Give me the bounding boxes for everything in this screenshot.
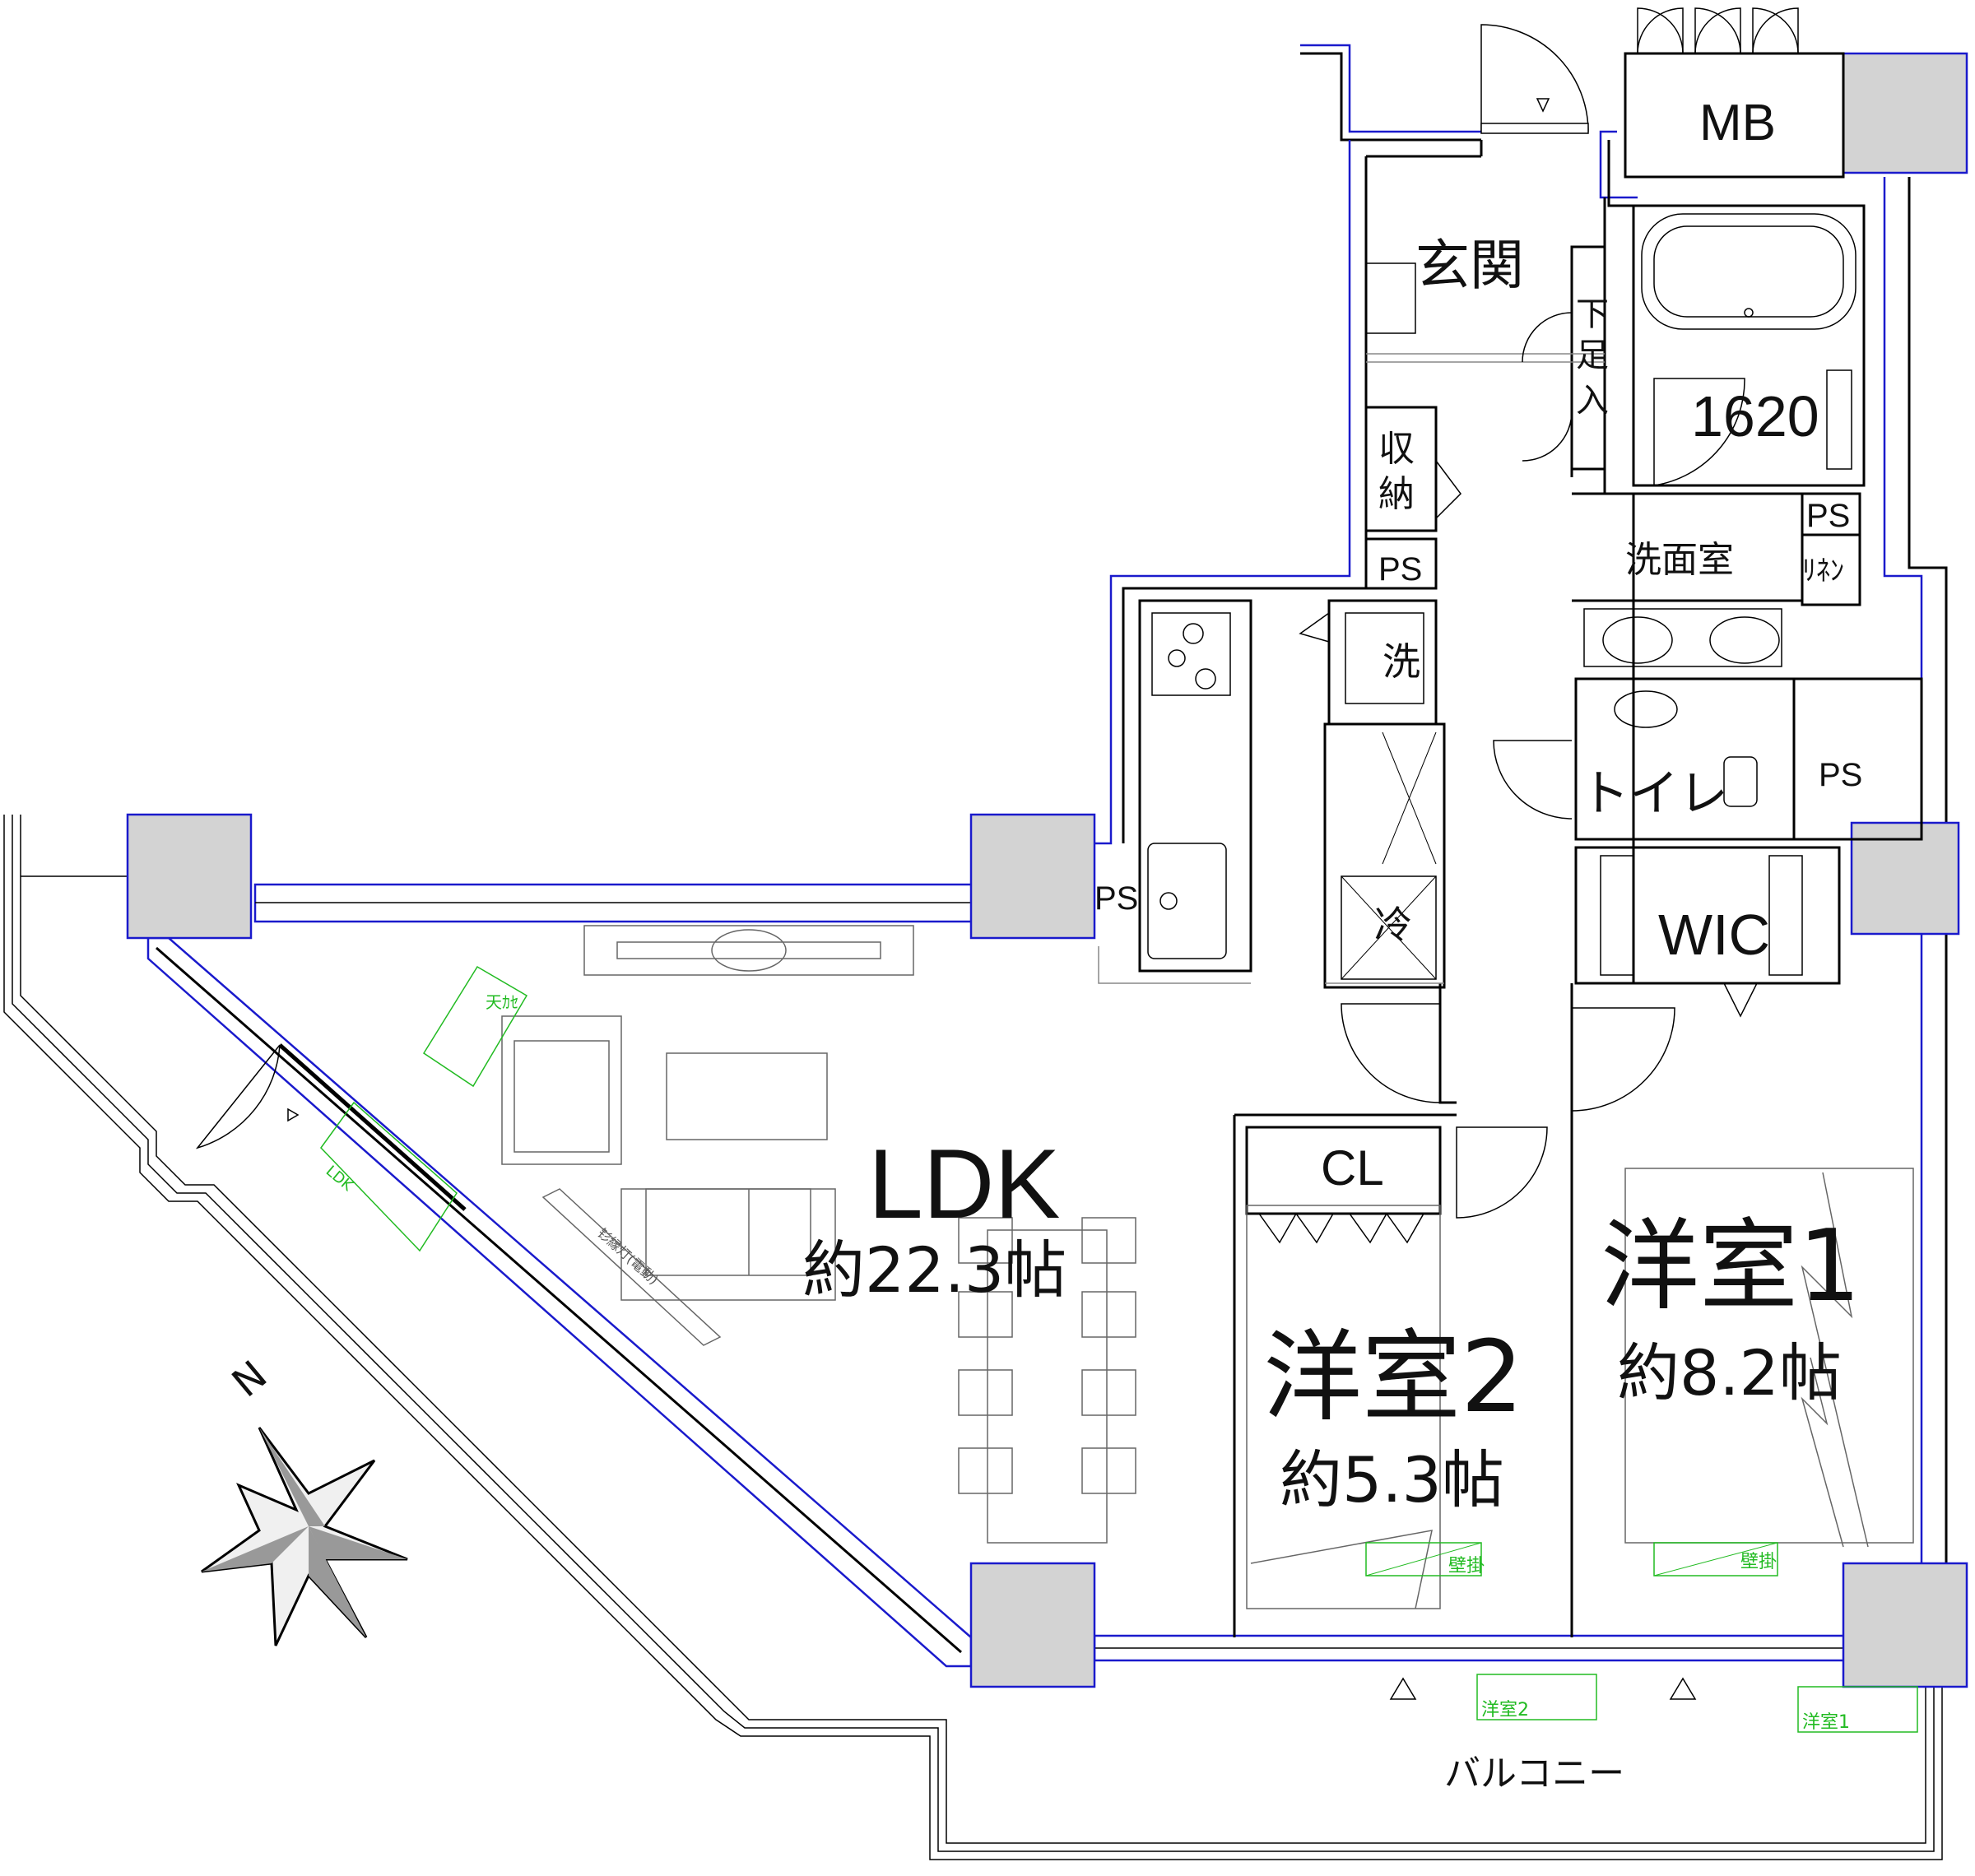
compass: N [201, 1352, 408, 1646]
western1-area: 約8.2帖 [1617, 1336, 1842, 1409]
mb-label: MB [1699, 95, 1776, 151]
shoe-label-3: 入 [1576, 382, 1609, 420]
curtain-label: 钐縁灯(電動) [594, 1225, 661, 1288]
balcony-outline [3, 815, 1943, 1860]
room-labels: LDK 約22.3帖 洋室1 約8.2帖 洋室2 約5.3帖 玄関 1620 洗… [802, 95, 1862, 1795]
ps-label-kitchen: PS [1094, 880, 1138, 917]
shoe-label-2: 足 [1576, 337, 1609, 374]
ldk-area: 約22.3帖 [802, 1233, 1066, 1307]
interior-walls [1098, 52, 1923, 1637]
balcony-w1-label: 洋室1 [1802, 1712, 1850, 1733]
ps-label-washroom: PS [1806, 498, 1850, 534]
storage-label-top: 収 [1378, 428, 1415, 470]
storage-label-bottom: 納 [1378, 473, 1415, 515]
balcony-w2-label: 洋室2 [1481, 1700, 1529, 1720]
ldk-ac-label: LDK [323, 1163, 357, 1196]
washer-label: 洗 [1382, 639, 1420, 684]
ps-label-toilet: PS [1819, 757, 1862, 793]
washroom-label: 洗面室 [1625, 539, 1734, 581]
ldk-name: LDK [868, 1129, 1060, 1239]
furniture [501, 925, 1914, 1609]
ceiling-ac-label: 天ｶｾ [486, 992, 518, 1012]
columns [126, 52, 1968, 1688]
western2-area: 約5.3帖 [1280, 1443, 1504, 1516]
toilet-label: トイレ [1580, 765, 1728, 823]
cl-label: CL [1321, 1140, 1384, 1196]
entrance-label: 玄関 [1415, 234, 1524, 297]
wic-label: WIC [1658, 903, 1770, 967]
western2-name: 洋室2 [1263, 1321, 1523, 1435]
shoe-label-1: 下 [1576, 295, 1609, 333]
doors [195, 7, 1799, 1700]
western1-ac-label: 壁掛 [1740, 1552, 1777, 1572]
western2-ac-label: 壁掛 [1448, 1556, 1485, 1576]
annotations [320, 965, 1918, 1733]
fixtures [1147, 213, 1856, 980]
compass-label: N [224, 1352, 276, 1406]
western1-name: 洋室1 [1601, 1210, 1861, 1324]
balcony-label: バルコニー [1444, 1753, 1624, 1795]
bath-label: 1620 [1691, 384, 1819, 448]
fridge-label: 冷 [1374, 903, 1412, 947]
linen-label: ﾘﾈﾝ [1802, 555, 1844, 587]
ps-label-storage: PS [1378, 551, 1422, 587]
